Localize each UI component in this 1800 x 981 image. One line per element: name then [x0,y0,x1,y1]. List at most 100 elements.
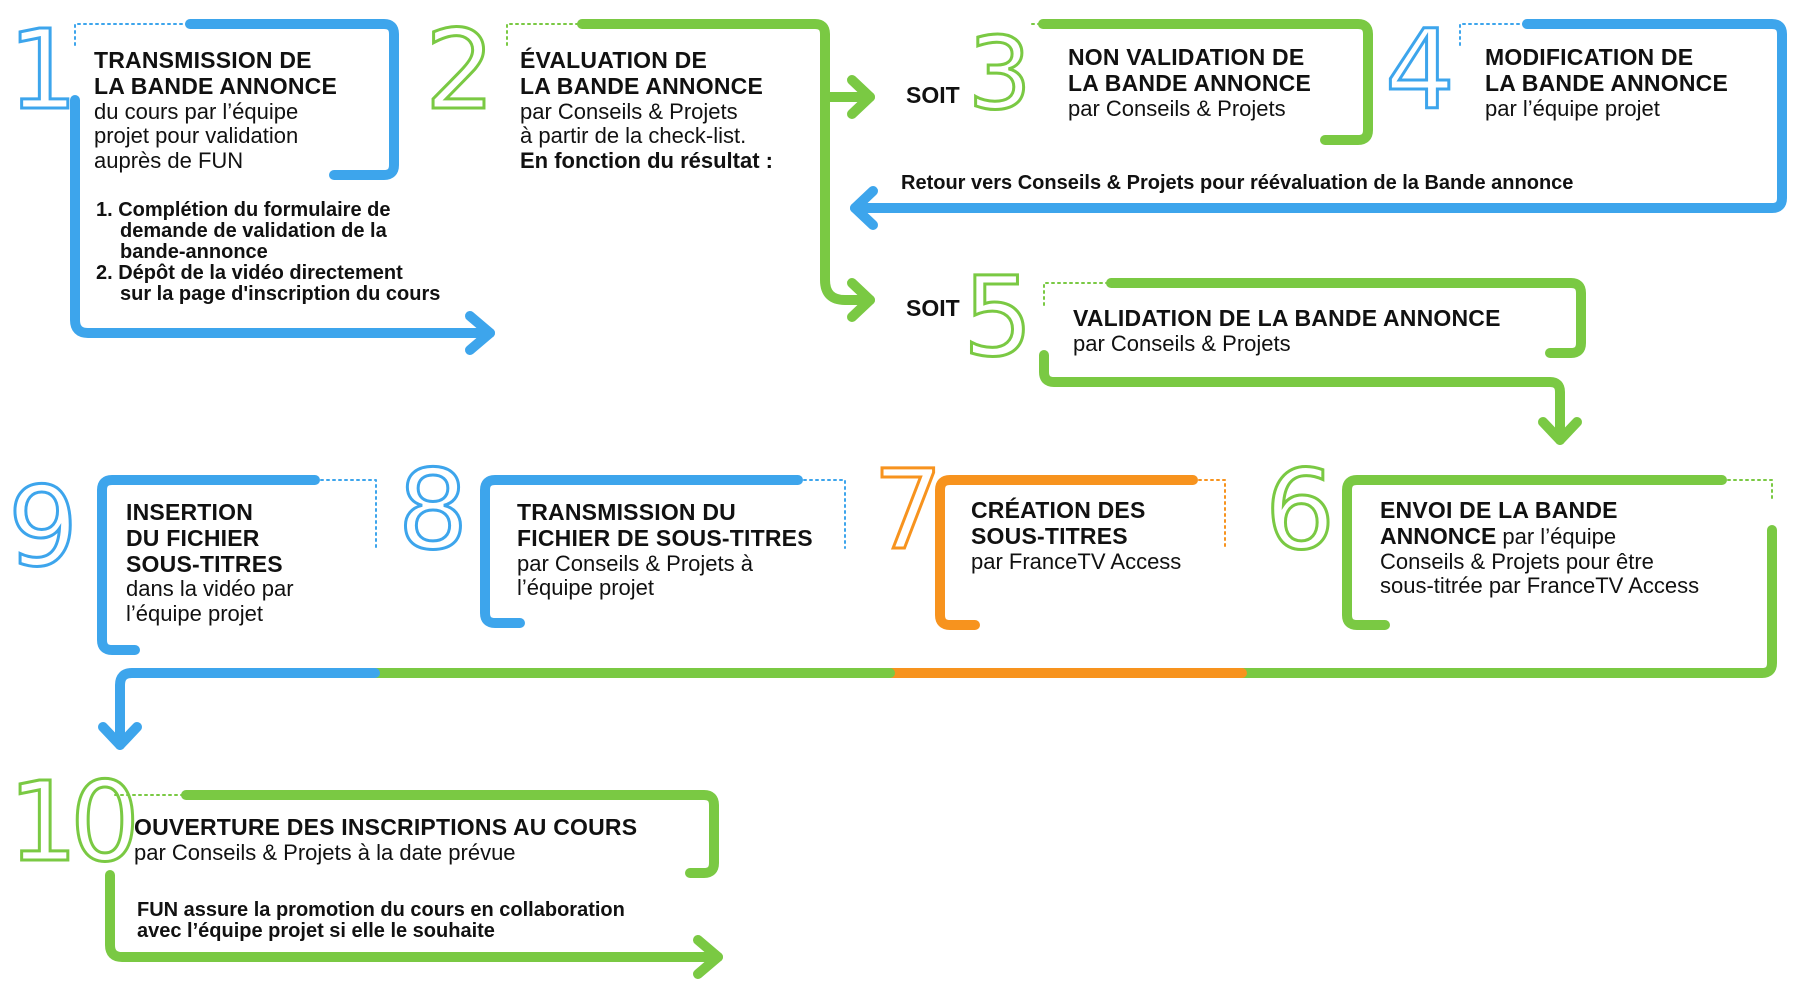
step6-title-line2: ANNONCE [1380,522,1497,549]
step10-note-line2: avec l’équipe projet si elle le souhaite [137,920,495,942]
step10-desc-line1: par Conseils & Projets à la date prévue [134,839,516,865]
step4-frame-line [850,19,1787,213]
step3-frame-line [1038,19,1373,145]
step1-dotted-line [74,23,191,46]
step1-note-line4: 2. Dépôt de la vidéo directement [96,262,403,284]
step2-frame-line [577,19,875,305]
step5-desc-line1: par Conseils & Projets [1073,330,1291,356]
step9-title-line2: DU FICHIER [126,524,260,551]
step9-number: 9 [8,463,78,591]
step6-title-line2-row: ANNONCE par l’équipe [1380,522,1699,550]
step2-number: 2 [425,6,495,134]
step1-note-line2: demande de validation de la [120,220,387,242]
step5-title-line1: VALIDATION DE LA BANDE ANNONCE [1073,305,1501,331]
step5-flow-line [1039,350,1565,445]
step4-title-line1: MODIFICATION DE [1485,44,1694,70]
step1-notes: 1. Complétion du formulaire de demande d… [96,200,440,305]
step1-desc-line1: du cours par l’équipe [94,98,299,124]
step8-number: 8 [398,446,468,574]
step9-frame-line [97,475,320,655]
step8-box: TRANSMISSION DU FICHIER DE SOUS-TITRES p… [517,499,813,601]
step6-box: ENVOI DE LA BANDE ANNONCE par l’équipe C… [1380,497,1700,599]
step8-desc-line1: par Conseils & Projets à [517,550,753,576]
step6-number: 6 [1265,446,1335,574]
step9-title-line1: INSERTION [126,499,254,525]
step7-desc-line1: par FranceTV Access [971,548,1182,574]
step4-title-line2: LA BANDE ANNONCE [1485,69,1728,96]
step1-note-line5: sur la page d'inscription du cours [120,283,441,305]
soit-label-bottom: SOIT [906,295,960,321]
step6-down-line [1237,525,1777,678]
soit-label-top: SOIT [906,82,960,108]
step10-note-line1: FUN assure la promotion du cours en coll… [137,899,625,921]
step1-desc-line2: projet pour validation [94,123,299,149]
step6-desc-line2: sous-titrée par FranceTV Access [1380,573,1700,599]
step10-title-line1: OUVERTURE DES INSCRIPTIONS AU COURS [134,814,638,840]
step1-flow-line [70,95,495,338]
step8-title-line2: FICHIER DE SOUS-TITRES [517,524,813,551]
step9-title-line3: SOUS-TITRES [126,550,283,577]
step1-desc-line3: auprès de FUN [94,147,244,173]
step8-frame-line [480,475,803,628]
step6-inline-desc: par l’équipe [1496,523,1617,549]
step5-box: VALIDATION DE LA BANDE ANNONCE par Conse… [1073,305,1501,356]
step6-dotted-line [1721,479,1773,501]
step7-box: CRÉATION DES SOUS-TITRES par FranceTV Ac… [971,497,1182,574]
step4-dotted-line [1459,23,1528,46]
step8-title-line1: TRANSMISSION DU [517,499,736,525]
step6-title-line1: ENVOI DE LA BANDE [1380,497,1618,523]
step2-arrowhead-top [847,75,875,119]
step2-arrowhead-bottom [847,278,875,322]
step9-arrowhead [98,722,142,750]
step7-title-line2: SOUS-TITRES [971,522,1128,549]
step2-box: ÉVALUATION DE LA BANDE ANNONCE par Conse… [520,47,773,173]
step7-frame-line [935,475,1198,630]
step7-title-line1: CRÉATION DES [971,497,1146,523]
step10-frame-line [181,790,719,878]
step3-box: NON VALIDATION DE LA BANDE ANNONCE par C… [1068,44,1311,121]
step6-frame-line [1342,475,1727,630]
step7-number: 7 [873,446,943,574]
step10-notes: FUN assure la promotion du cours en coll… [137,900,625,942]
step1-arrowhead [465,311,495,355]
step2-result-line: En fonction du résultat : [520,147,773,173]
step1-number: 1 [8,6,78,134]
step4-desc-line1: par l’équipe projet [1485,95,1660,121]
step5-number: 5 [963,253,1033,381]
step2-dotted-line [506,23,583,46]
step2-title-line2: LA BANDE ANNONCE [520,72,763,99]
step6-desc-line1: Conseils & Projets pour être [1380,548,1654,574]
step10-number: 10 [8,758,133,886]
step1-note-line3: bande-annonce [120,241,268,263]
step3-desc-line1: par Conseils & Projets [1068,95,1286,121]
step8-desc-line2: l’équipe projet [517,575,654,601]
step9-desc-line2: l’équipe projet [126,600,263,626]
step1-box: TRANSMISSION DE LA BANDE ANNONCE du cour… [94,47,337,173]
step2-desc-line2: à partir de la check-list. [520,123,747,149]
step9-dotted-line [314,479,377,549]
step1-title-line1: TRANSMISSION DE [94,47,312,73]
step1-title-line2: LA BANDE ANNONCE [94,72,337,99]
step4-number: 4 [1385,6,1455,134]
step2-desc-line1: par Conseils & Projets [520,98,738,124]
step10-box: OUVERTURE DES INSCRIPTIONS AU COURS par … [134,814,638,865]
step4-box: MODIFICATION DE LA BANDE ANNONCE par l’é… [1485,44,1728,121]
return-arrowhead [850,186,878,230]
step8-dotted-line [797,479,846,549]
step7-dotted-line [1192,479,1226,549]
step9-bottom-line [115,668,380,750]
step3-number: 3 [968,15,1032,132]
step3-title-line1: NON VALIDATION DE [1068,44,1305,70]
step10-arrowhead [693,935,723,979]
step3-title-line2: LA BANDE ANNONCE [1068,69,1311,96]
step10-flow-line [105,870,723,962]
step9-box: INSERTION DU FICHIER SOUS-TITRES dans la… [126,499,294,627]
step5-dotted-line [1043,282,1112,306]
return-label: Retour vers Conseils & Projets pour réév… [901,172,1574,194]
step1-frame-line [185,19,399,180]
step5-frame-line [1106,278,1586,358]
step1-note-line1: 1. Complétion du formulaire de [96,199,391,221]
step5-arrowhead [1538,417,1582,445]
step9-desc-line1: dans la vidéo par [126,576,294,602]
